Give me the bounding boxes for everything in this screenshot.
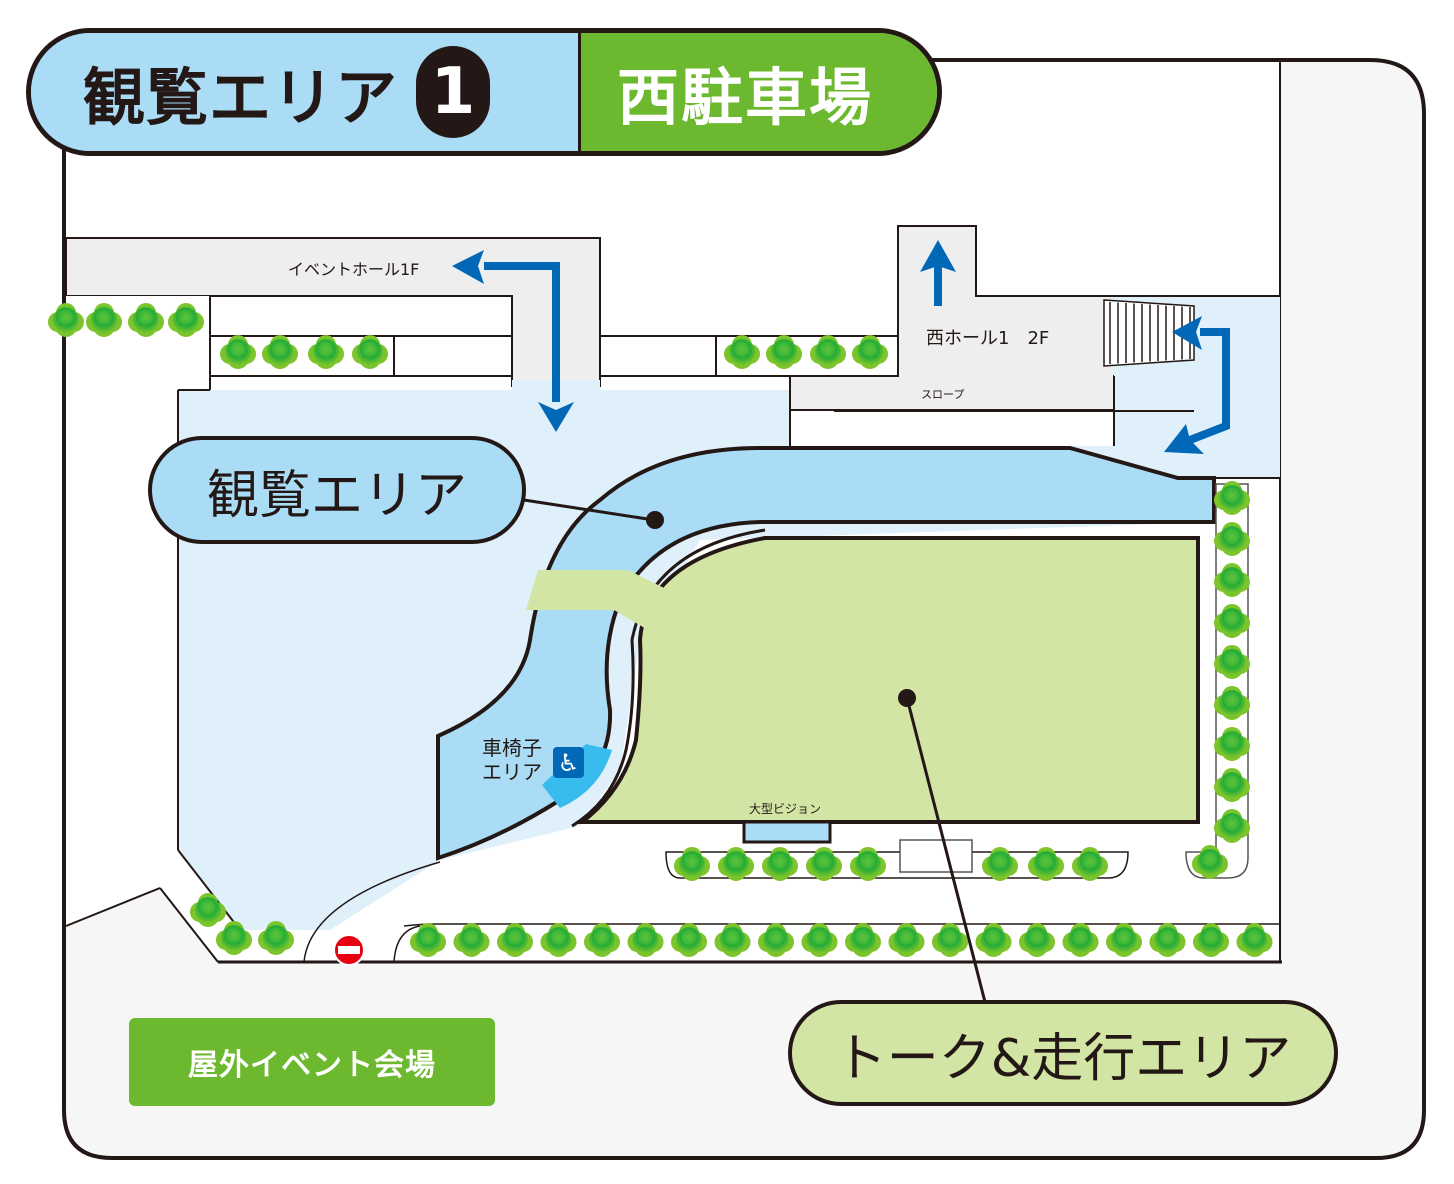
viewing-area-callout: 観覧エリア	[148, 436, 526, 544]
large-vision-screen	[742, 820, 832, 844]
area-number-badge: 1	[416, 46, 491, 138]
outdoor-venue-label: 屋外イベント会場	[129, 1018, 495, 1106]
stairs-icon	[1103, 299, 1195, 367]
wheelchair-label-line2: エリア	[482, 760, 542, 784]
large-vision-label: 大型ビジョン	[749, 802, 822, 816]
wheelchair-label-line1: 車椅子	[482, 736, 542, 760]
viewing-area-marker	[646, 511, 664, 529]
no-entry-icon	[333, 934, 365, 966]
west-hall-label: 西ホール1 2F	[926, 328, 1050, 349]
talk-run-area	[576, 536, 1200, 824]
header-area-section: 観覧エリア 1	[31, 33, 581, 151]
header-location-section: 西駐車場	[581, 33, 937, 151]
header-location: 西駐車場	[617, 61, 874, 134]
header-title-pill: 観覧エリア 1 西駐車場	[26, 28, 942, 156]
event-hall-label: イベントホール1F	[288, 260, 420, 279]
slope-label: スロープ	[921, 388, 965, 401]
talk-run-area-marker	[898, 689, 916, 707]
stage-bridge	[526, 570, 664, 630]
header-area-title: 観覧エリア	[83, 61, 399, 134]
wheelchair-area-label: 車椅子 エリア	[482, 736, 542, 784]
talk-run-area-callout: トーク&走行エリア	[788, 1000, 1338, 1106]
wheelchair-icon: ♿	[553, 747, 584, 778]
arrow-icon	[452, 240, 1230, 454]
